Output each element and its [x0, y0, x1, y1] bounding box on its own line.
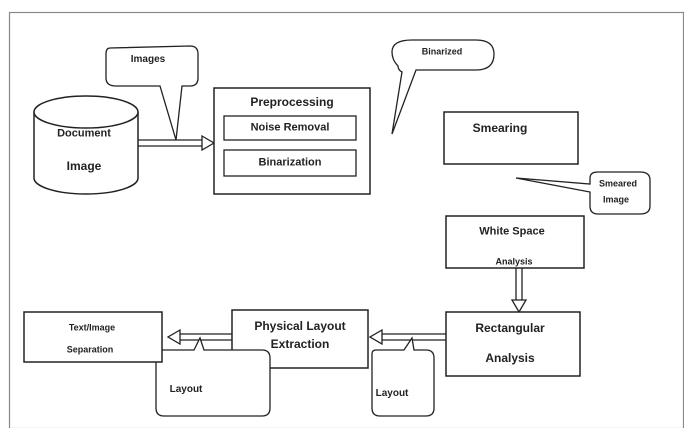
rectangular-line1: Rectangular: [475, 321, 545, 335]
noise-removal-label: Noise Removal: [250, 121, 330, 134]
rectangular-line2: Analysis: [485, 351, 535, 365]
text-image-line2: Separation: [66, 344, 114, 355]
smeared-callout-line1: Smeared: [598, 178, 638, 189]
document-label-line2: Image: [66, 159, 102, 173]
binarization-label: Binarization: [258, 156, 322, 169]
binarization-box: [223, 149, 357, 177]
layout-callout-left-label: Layout: [169, 384, 203, 395]
smeared-image-callout: [515, 171, 651, 215]
arrow-physical-to-textimage: [166, 328, 232, 346]
arrow-whitespace-to-rectangular: [510, 268, 528, 314]
noise-removal-box: [223, 115, 357, 141]
rectangular-analysis-box: [445, 311, 581, 377]
layout-callout-left: [155, 336, 271, 417]
smearing-label: Smearing: [472, 121, 528, 135]
document-image-cylinder: [33, 95, 139, 195]
images-callout-label: Images: [130, 54, 166, 65]
binarized-callout-label: Binarized: [421, 46, 463, 57]
layout-callout-right-label: Layout: [375, 388, 409, 399]
text-image-line1: Text/Image: [68, 322, 116, 333]
binarized-callout: [391, 39, 495, 135]
layout-callout-right: [371, 336, 435, 417]
physical-layout-line1: Physical Layout: [254, 319, 346, 333]
physical-layout-line2: Extraction: [270, 337, 330, 351]
smeared-callout-line2: Image: [602, 194, 630, 205]
white-space-line1: White Space: [479, 225, 545, 238]
smearing-box: [443, 111, 579, 165]
white-space-analysis-box: [445, 215, 585, 269]
arrow-document-to-preprocessing: [138, 134, 216, 152]
arrow-rectangular-to-physical: [368, 328, 446, 346]
preprocessing-title: Preprocessing: [250, 95, 334, 109]
images-callout: [105, 45, 199, 141]
text-image-separation-box: [23, 311, 163, 363]
document-label-line1: Document: [57, 127, 111, 140]
white-space-line2: Analysis: [495, 256, 533, 267]
